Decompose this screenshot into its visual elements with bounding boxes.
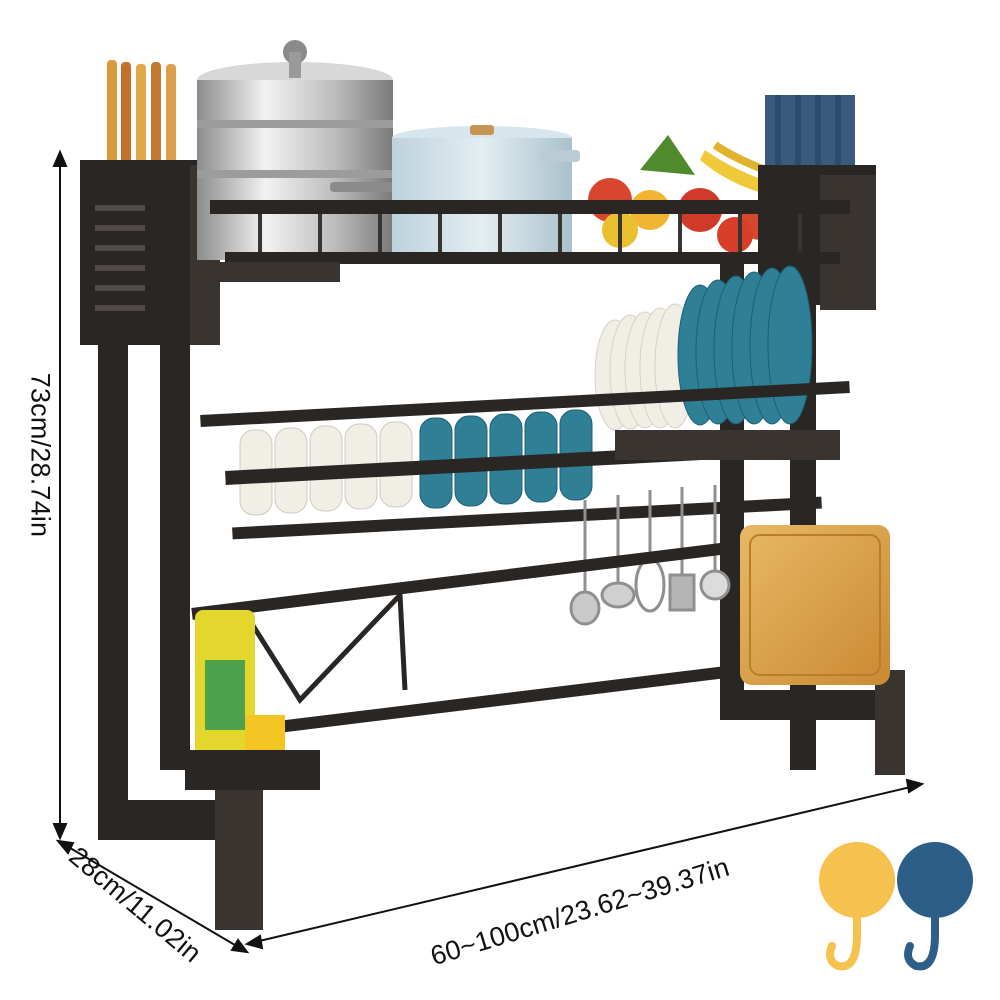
knives xyxy=(107,60,176,170)
middle-shelf xyxy=(200,380,850,540)
hook-blue-icon xyxy=(897,842,973,971)
hanging-utensils xyxy=(569,485,731,626)
cutting-board xyxy=(740,525,890,685)
top-shelf xyxy=(200,200,850,282)
steamer-pot xyxy=(197,40,422,260)
sponge-caddy xyxy=(185,610,320,790)
casserole-dish xyxy=(392,125,580,258)
dimension-arrows xyxy=(52,149,925,954)
height-dimension-label: 73cm/28.74in xyxy=(25,372,56,538)
cup-holder xyxy=(758,95,876,310)
lower-rails xyxy=(191,542,749,739)
plates xyxy=(594,265,813,431)
hook-yellow-icon xyxy=(819,842,895,971)
